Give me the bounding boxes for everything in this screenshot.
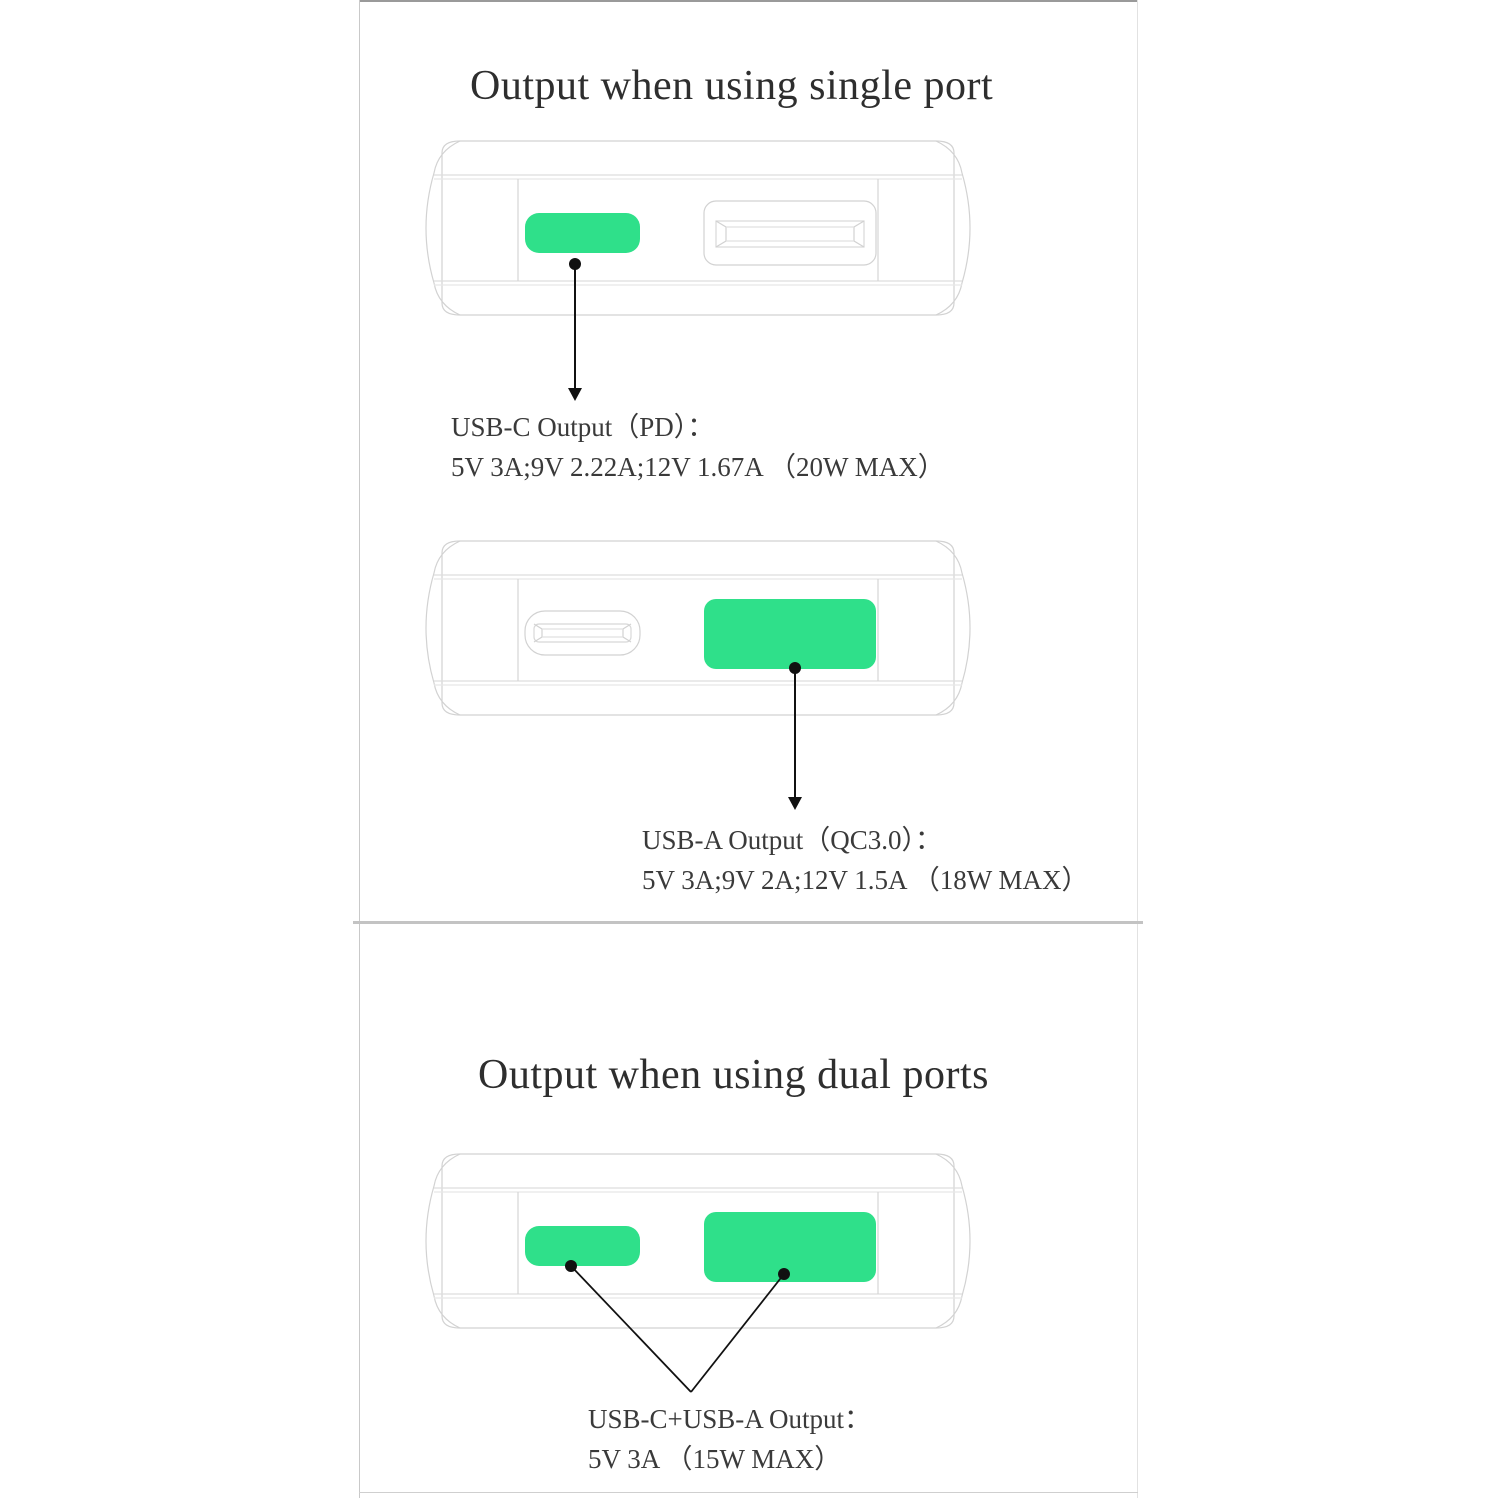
usb-c-callout-line2: 5V 3A;9V 2.22A;12V 1.67A （20W MAX）: [451, 452, 945, 482]
frame-left-border: [359, 0, 360, 1498]
leader-line-usb-a: [780, 662, 810, 812]
frame-top-border: [359, 0, 1138, 2]
usb-c-port-highlight: [525, 1226, 640, 1266]
dual-callout-line1: USB-C+USB-A Output：: [588, 1404, 872, 1434]
usb-a-callout-line2: 5V 3A;9V 2A;12V 1.5A （18W MAX）: [642, 865, 1089, 895]
dual-callout: USB-C+USB-A Output： 5V 3A （15W MAX）: [588, 1399, 871, 1479]
usb-a-callout-line1: USB-A Output（QC3.0）：: [642, 825, 943, 855]
leader-lines-dual: [555, 1258, 815, 1398]
usb-a-port-highlight: [704, 599, 876, 669]
frame-bottom-border: [359, 1492, 1138, 1493]
frame-right-border: [1137, 0, 1138, 1498]
section-title-single-port: Output when using single port: [470, 63, 994, 109]
usb-c-callout-line1: USB-C Output（PD）：: [451, 412, 715, 442]
usb-c-port-highlight: [525, 213, 640, 253]
device-dual-highlight: [408, 1146, 988, 1336]
section-title-dual-ports: Output when using dual ports: [478, 1052, 989, 1098]
usb-c-callout: USB-C Output（PD）： 5V 3A;9V 2.22A;12V 1.6…: [451, 407, 945, 487]
leader-line-usb-c: [560, 258, 590, 403]
dual-callout-line2: 5V 3A （15W MAX）: [588, 1444, 842, 1474]
usb-c-port-outline: [524, 610, 641, 656]
usb-a-port-outline: [703, 200, 877, 266]
device-usb-c-highlight: [408, 133, 988, 323]
device-usb-a-highlight: [408, 533, 988, 723]
usb-a-callout: USB-A Output（QC3.0）： 5V 3A;9V 2A;12V 1.5…: [642, 820, 1089, 900]
usb-a-port-highlight: [704, 1212, 876, 1282]
section-divider: [353, 921, 1143, 924]
